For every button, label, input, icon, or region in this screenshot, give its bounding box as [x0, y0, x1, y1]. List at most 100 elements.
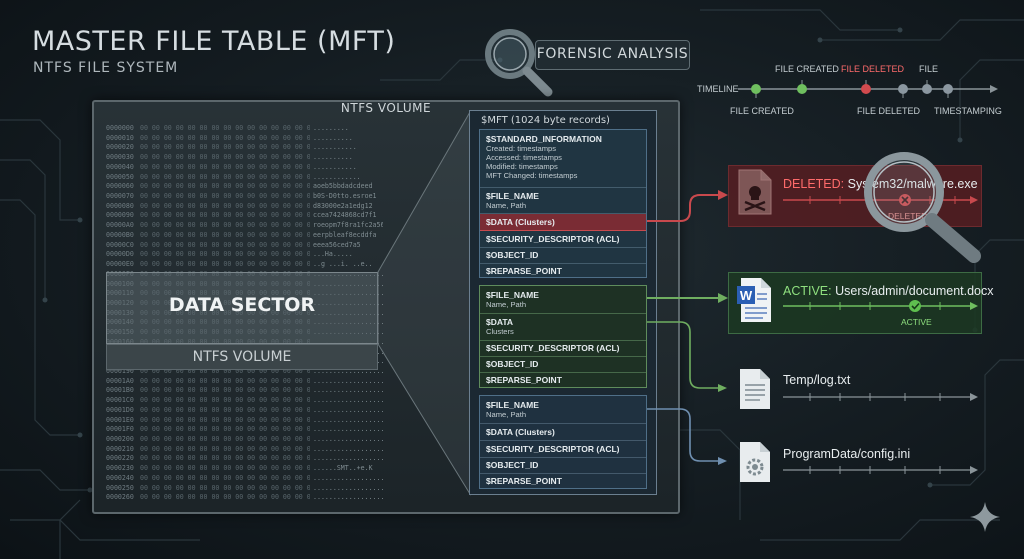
active-file-label: ACTIVE: Users/admin/document.docx [783, 284, 994, 298]
ntfs-volume-title: NTFS VOLUME [340, 101, 432, 115]
mft-record-1[interactable]: $STANDARD_INFORMATION Created: timestamp… [479, 129, 647, 278]
timeline-below-2: FILE DELETED [857, 106, 921, 116]
timeline-event-deleted[interactable] [861, 84, 871, 94]
config-file-label: ProgramData/config.ini [783, 447, 911, 461]
attr-object-id: $OBJECT_ID [480, 357, 646, 373]
hexdump-row: 0000010 [106, 133, 134, 142]
attr-detail: Accessed: timestamps [486, 153, 562, 162]
hexdump-row: 0000190 [106, 366, 134, 375]
hexdump-ascii-row: ................... [313, 435, 383, 443]
attr-data-deleted[interactable]: $DATA (Clusters) [480, 214, 646, 231]
attr-object-id: $OBJECT_ID [480, 458, 646, 474]
attr-name: $FILE_NAME [486, 191, 539, 201]
hexdump-ascii-row: ............ [313, 172, 361, 181]
hexdump-row: 00000D0 [106, 250, 134, 259]
hexdump-ascii-row: ................... [313, 415, 383, 424]
hexdump-row: 00001F0 [106, 425, 134, 434]
hexdump-ascii-row: ........... [313, 162, 357, 171]
attr-detail: Modified: timestamps [486, 162, 558, 171]
hexdump-ascii-row: ................... [313, 396, 383, 405]
magnifier-icon [485, 29, 553, 97]
timeline-above-1: FILE CREATED [775, 64, 839, 74]
hexdump-row: 0000240 [106, 473, 134, 482]
hexdump-ascii-row: ........... [313, 143, 357, 152]
attr-reparse-point: $REPARSE_POINT [486, 266, 562, 276]
hexdump-ascii-row: ......SMT..+e.K [313, 464, 373, 473]
hexdump-ascii-row: eerpbleaf8ecddfa [313, 230, 377, 239]
mft-record-2[interactable]: $FILE_NAME Name, Path $DATA Clusters $SE… [479, 285, 647, 388]
deleted-file-label: DELETED: System32/malware.exe [783, 177, 978, 191]
hexdump-row: 00000C0 [106, 240, 134, 249]
sparkle-icon [970, 502, 1000, 532]
hexdump-ascii-row: ................... [313, 366, 383, 375]
attr-standard-information: $STANDARD_INFORMATION Created: timestamp… [480, 130, 646, 188]
timeline-event-4[interactable] [898, 84, 908, 94]
attr-name: $FILE_NAME [486, 400, 539, 410]
mft-title: $MFT (1024 byte records) [481, 115, 610, 126]
attr-reparse-point: $REPARSE_POINT [486, 476, 562, 486]
attr-name: $FILE_NAME [486, 290, 539, 300]
hexdump-ascii-row: ................... [313, 473, 383, 482]
hexdump-ascii-row: ................... [313, 386, 383, 395]
skull-file-icon [738, 169, 772, 215]
timeline-event-6[interactable] [943, 84, 953, 94]
hexdump-row: 0000070 [106, 192, 134, 201]
hexdump-ascii-row: ................... [313, 483, 383, 492]
hexdump-row: 00000E0 [106, 260, 134, 269]
timeline-event-created[interactable] [751, 84, 761, 94]
hexdump-row: 0000230 [106, 464, 134, 473]
timeline-above-3: FILE [919, 64, 939, 74]
attr-detail: Name, Path [486, 410, 527, 419]
hexdump-ascii-row: roeopm7f8ra1fc2a56d [313, 221, 383, 230]
timeline-above-2: FILE DELETED [841, 64, 905, 74]
attr-detail: Name, Path [486, 300, 527, 309]
data-sector-highlight[interactable] [106, 272, 378, 344]
active-prefix: ACTIVE: [783, 284, 832, 298]
hexdump-row: 0000030 [106, 153, 134, 162]
hexdump-ascii-row: d83000e2a1edg12 [313, 201, 373, 210]
timeline-event-5[interactable] [922, 84, 932, 94]
hexdump-ascii-row: .......... [313, 153, 353, 162]
hexdump-row: 0000210 [106, 444, 134, 453]
page-subtitle: NTFS FILE SYSTEM [33, 60, 179, 76]
hexdump-row: 0000020 [106, 143, 134, 152]
hexdump-ascii-row: ccea7424868cd7f1 [313, 211, 377, 220]
hexdump-ascii-row: aoeb5bbdadcdeed [313, 182, 373, 191]
hexdump-ascii-row: ..g ...i. ..e.. [313, 260, 373, 269]
forensic-analysis-badge: FORENSIC ANALYSIS [535, 40, 690, 70]
hexdump-row: 00000B0 [106, 230, 134, 239]
deleted-status: DELETED [888, 211, 927, 221]
active-path: Users/admin/document.docx [835, 284, 994, 298]
page-title: MASTER FILE TABLE (MFT) [32, 26, 396, 57]
attr-detail: Clusters [486, 327, 514, 336]
hexdump-row: 00001D0 [106, 405, 134, 414]
text-file-icon [740, 369, 770, 409]
mft-record-3[interactable]: $FILE_NAME Name, Path $DATA (Clusters) $… [479, 395, 647, 489]
attr-detail: Created: timestamps [486, 144, 557, 153]
hexdump-ascii-row: ................... [313, 444, 383, 453]
hexdump-row: 00001B0 [106, 386, 134, 395]
timeline-below-3: TIMESTAMPING [934, 106, 1002, 116]
hexdump-row: 0000260 [106, 493, 134, 502]
attr-security-descriptor: $SECURITY_DESCRIPTOR (ACL) [480, 441, 646, 458]
attr-reparse-point: $REPARSE_POINT [486, 375, 562, 385]
data-sector-label: DATA SECTOR [168, 294, 316, 316]
magnifier-icon [864, 152, 981, 263]
attr-object-id: $OBJECT_ID [480, 248, 646, 264]
hexdump-row: 0000220 [106, 454, 134, 463]
hexdump-ascii-row: b0S-D0tto.esroe1 [313, 192, 377, 201]
word-document-icon: W [737, 278, 771, 322]
hexdump-ascii-row: ......... [313, 124, 349, 132]
timeline-event-created-2[interactable] [797, 84, 807, 94]
hexdump-row: 0000000 [106, 124, 134, 132]
hexdump-row: 0000060 [106, 182, 134, 191]
hexdump-ascii-row: ...Ha..... [313, 250, 353, 259]
hexdump-row: 0000250 [106, 483, 134, 492]
attr-detail: Name, Path [486, 201, 527, 210]
attr-file-name: $FILE_NAME Name, Path [480, 286, 646, 314]
hexdump-ascii-row: ................... [313, 405, 383, 414]
deleted-path: System32/malware.exe [848, 177, 978, 191]
